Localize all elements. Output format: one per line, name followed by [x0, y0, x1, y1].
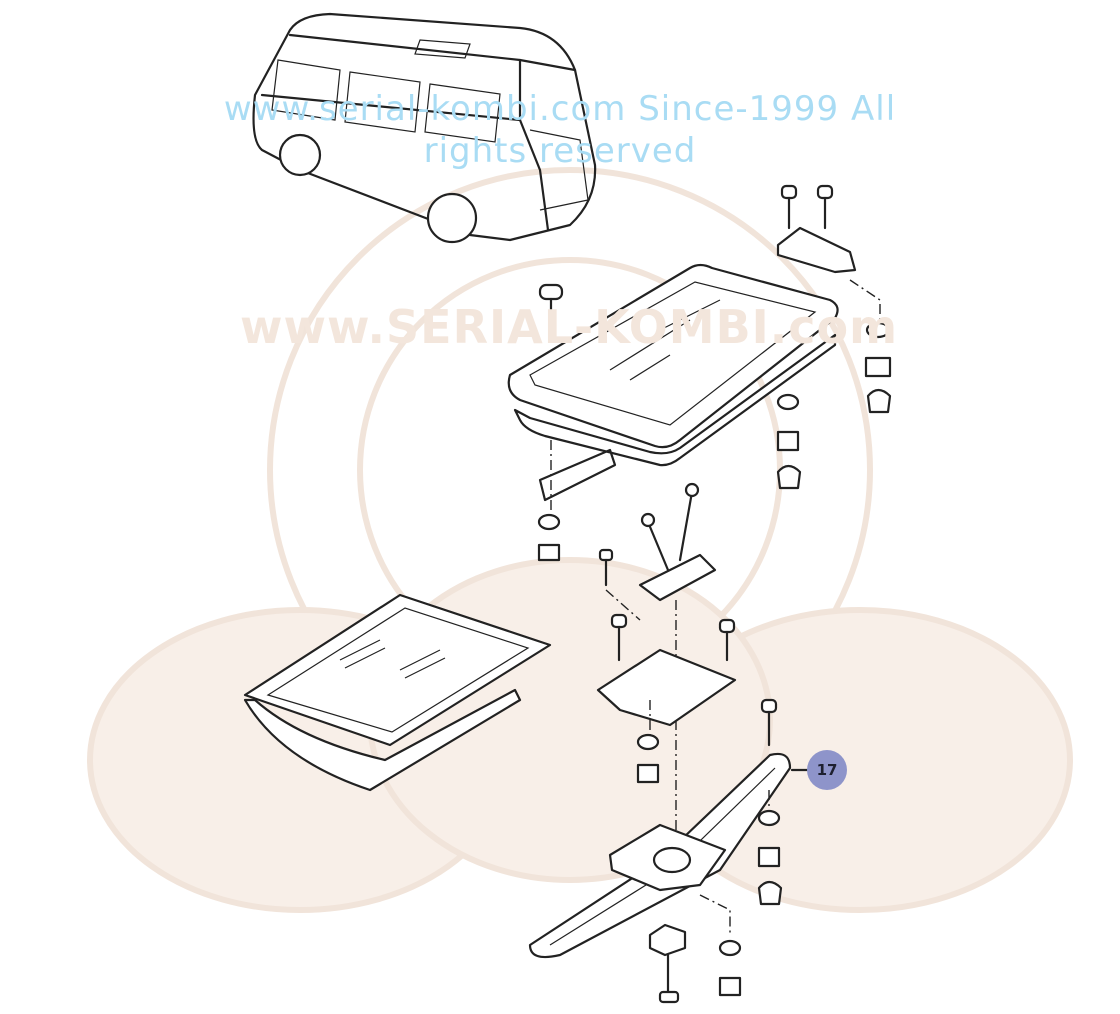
van-illustration — [252, 12, 597, 244]
bracket-hardware — [776, 184, 892, 414]
sunroof-panel — [243, 593, 552, 792]
watermark-inner-text: www.SERIAL-KOMBI.com — [240, 300, 899, 354]
slide-rail — [528, 698, 809, 1004]
sunroof-frame — [507, 263, 839, 562]
lever-mechanism — [596, 482, 737, 870]
watermark-arc-text: www.serial-kombi.com Since-1999 All righ… — [223, 89, 897, 171]
callout-17[interactable]: 17 — [807, 750, 847, 790]
background-logo — [87, 167, 1073, 913]
callout-label: 17 — [816, 761, 838, 779]
